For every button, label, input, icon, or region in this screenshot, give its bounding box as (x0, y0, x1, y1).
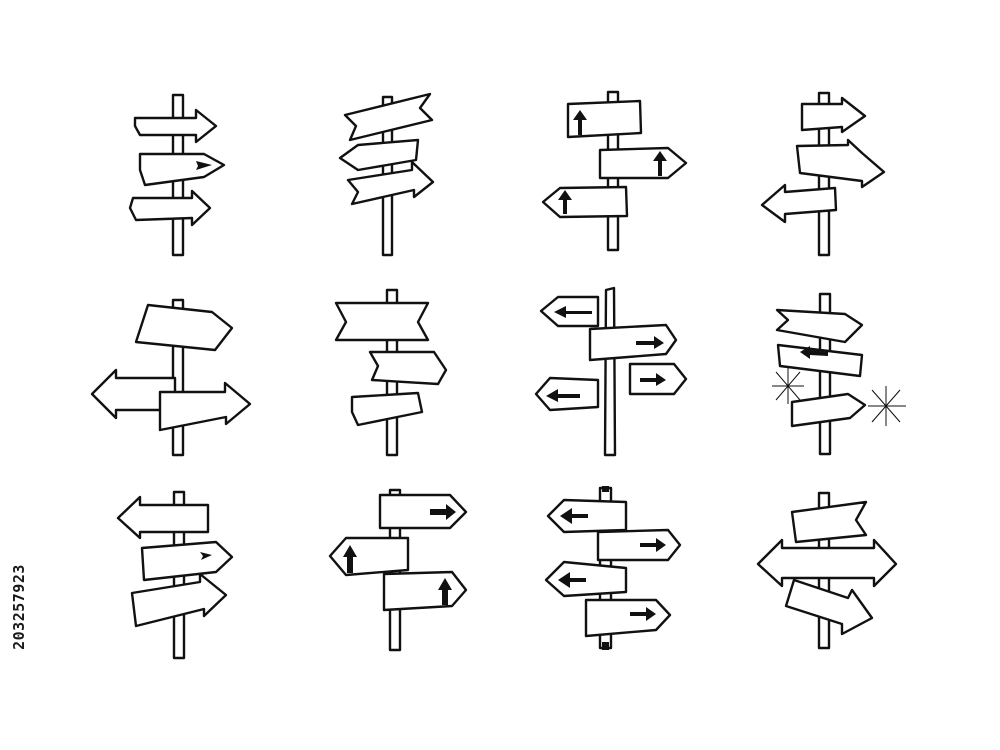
signpost-11 (544, 486, 682, 650)
signpost-12 (756, 491, 898, 650)
signpost-2 (338, 92, 435, 257)
signpost-8 (772, 292, 906, 456)
signpost-7 (534, 286, 688, 457)
image-id-text: 203257923 (10, 564, 28, 650)
signpost-6 (334, 288, 448, 457)
signpost-9 (116, 490, 234, 660)
signpost-3 (541, 90, 688, 252)
signpost-1 (128, 93, 226, 257)
signpost-5 (90, 298, 252, 457)
signpost-10 (328, 488, 468, 652)
signpost-4 (760, 91, 886, 257)
image-id-label: 203257923 (8, 502, 30, 712)
